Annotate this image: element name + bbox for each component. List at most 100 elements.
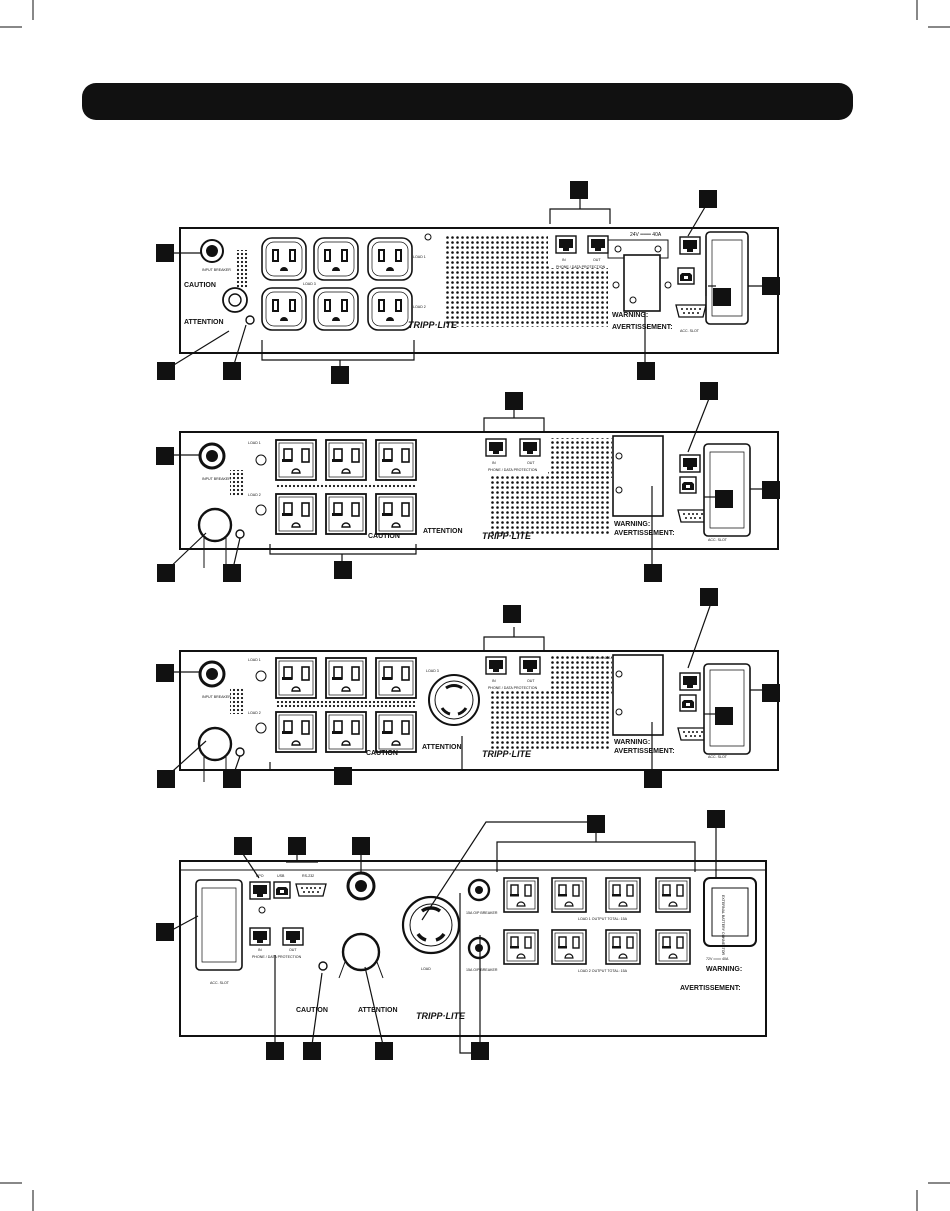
acc-slot-label: ACC. SLOT [210,981,230,985]
avertissement-label: AVERTISSEMENT: [612,324,673,331]
section-header-bar [82,83,853,120]
callout-marker [707,810,725,828]
caution-label: CAUTION [366,750,398,757]
brand-logo: TRIPP·LITE [416,1011,466,1021]
callout-marker [223,564,241,582]
load-2-output-label: LOAD 2 OUTPUT TOTAL: 15A [578,969,628,973]
warning-label: WARNING: [614,739,650,746]
callout-marker [375,1042,393,1060]
load-1-label: LOAD 1 [248,441,261,445]
caution-label: CAUTION [368,533,400,540]
brand-logo: TRIPP·LITE [482,749,532,759]
callout-marker [644,564,662,582]
callout-marker [503,605,521,623]
callout-marker [223,770,241,788]
power-cord-inlet [341,932,381,972]
callout-marker [762,481,780,499]
fan-vent [490,690,610,750]
brand-logo: TRIPP·LITE [482,531,532,541]
accessory-slot [195,879,243,971]
ground-screw-icon [245,315,255,325]
attention-label: ATTENTION [423,528,463,535]
vent-dots [236,250,248,288]
callout-marker [156,447,174,465]
callout-marker [352,837,370,855]
ground-screw-icon [235,529,245,539]
callout-marker [156,923,174,941]
phone-in-label: IN [562,258,566,262]
attention-label: ATTENTION [184,319,224,326]
phone-in-label: IN [492,679,496,683]
phone-out-label: OUT [289,948,297,952]
phone-data-label: PHONE / DATA PROTECTION [488,468,538,472]
power-cord-inlet [197,726,233,762]
input-breaker-label: INPUT BREAKER [202,268,231,272]
callout-marker [156,244,174,262]
battery-connector [612,654,664,736]
attention-label: ATTENTION [358,1007,398,1014]
load-1-label: LOAD 1 [413,255,426,259]
battery-rating-label: 24V ═══ 40A [630,232,662,238]
callout-marker [637,362,655,380]
load-3-label: LOAD 3 [426,669,439,673]
callout-marker [266,1042,284,1060]
callout-marker [471,1042,489,1060]
phone-in-label: IN [492,461,496,465]
ups-rear-panel-3: INPUT BREAKER LOAD 1 LOAD 2 LOAD 3 CAUTI… [156,588,780,788]
warning-label: WARNING: [614,521,650,528]
callout-marker [334,561,352,579]
callout-marker [713,288,731,306]
ups-rear-panel-1: INPUT BREAKER CAUTION ATTENTION LOAD 1 L… [156,181,780,384]
battery-connector [612,435,664,517]
acc-slot-label: ACC. SLOT [708,538,728,542]
input-breaker-label: INPUT BREAKER [202,477,231,481]
callout-marker [700,382,718,400]
load-2-label: LOAD 2 [248,493,261,497]
load-2-label: LOAD 2 [413,305,426,309]
acc-slot-label: ACC. SLOT [680,329,700,333]
fan-vent [490,474,610,534]
power-cord-inlet [197,507,233,543]
warning-label: WARNING: [612,312,648,319]
phone-data-label: PHONE / DATA PROTECTION [556,265,606,269]
phone-data-label: PHONE / DATA PROTECTION [488,686,538,690]
fan-vent [446,235,548,327]
callout-marker [505,392,523,410]
ext-battery-label: EXTERNAL BATTERY CONNECTOR [721,895,725,956]
caution-label: CAUTION [296,1007,328,1014]
callout-marker [700,588,718,606]
callout-marker [288,837,306,855]
l530-load-label: LOAD [421,967,431,971]
phone-out-label: OUT [593,258,601,262]
callout-marker [762,684,780,702]
callout-marker [644,770,662,788]
callout-marker [570,181,588,199]
breaker-1-label: 15A O/P BREAKER [466,911,498,915]
phone-in-label: IN [258,948,262,952]
breaker-2-label: 15A O/P BREAKER [466,968,498,972]
battery-rating-label: 72V ═══ 40A [706,957,729,961]
ups-rear-panel-2: INPUT BREAKER LOAD 1 LOAD 2 CAUTION ATTE… [156,382,780,582]
caution-label: CAUTION [184,282,216,289]
rs232-label: RS-232 [302,874,314,878]
load-1-output-label: LOAD 1 OUTPUT TOTAL: 15A [578,917,628,921]
callout-marker [715,490,733,508]
brand-logo: TRIPP·LITE [408,320,458,330]
callout-marker [234,837,252,855]
epo-label: EPO [256,874,264,878]
ground-screw-icon [235,747,245,757]
callout-marker [157,564,175,582]
load-3-label: LOAD 3 [303,282,316,286]
avertissement-label: AVERTISSEMENT: [614,748,675,755]
input-breaker-label: INPUT BREAKER [202,695,231,699]
load-2-label: LOAD 2 [248,711,261,715]
phone-out-label: OUT [527,461,535,465]
callout-marker [331,366,349,384]
twist-lock-outlet [401,895,461,955]
ups-rear-panel-4: ACC. SLOT EPO USB RS-232 IN OUT PHONE / … [156,810,767,1060]
callout-marker [699,190,717,208]
phone-out-label: OUT [527,679,535,683]
callout-marker [587,815,605,833]
callout-marker [762,277,780,295]
